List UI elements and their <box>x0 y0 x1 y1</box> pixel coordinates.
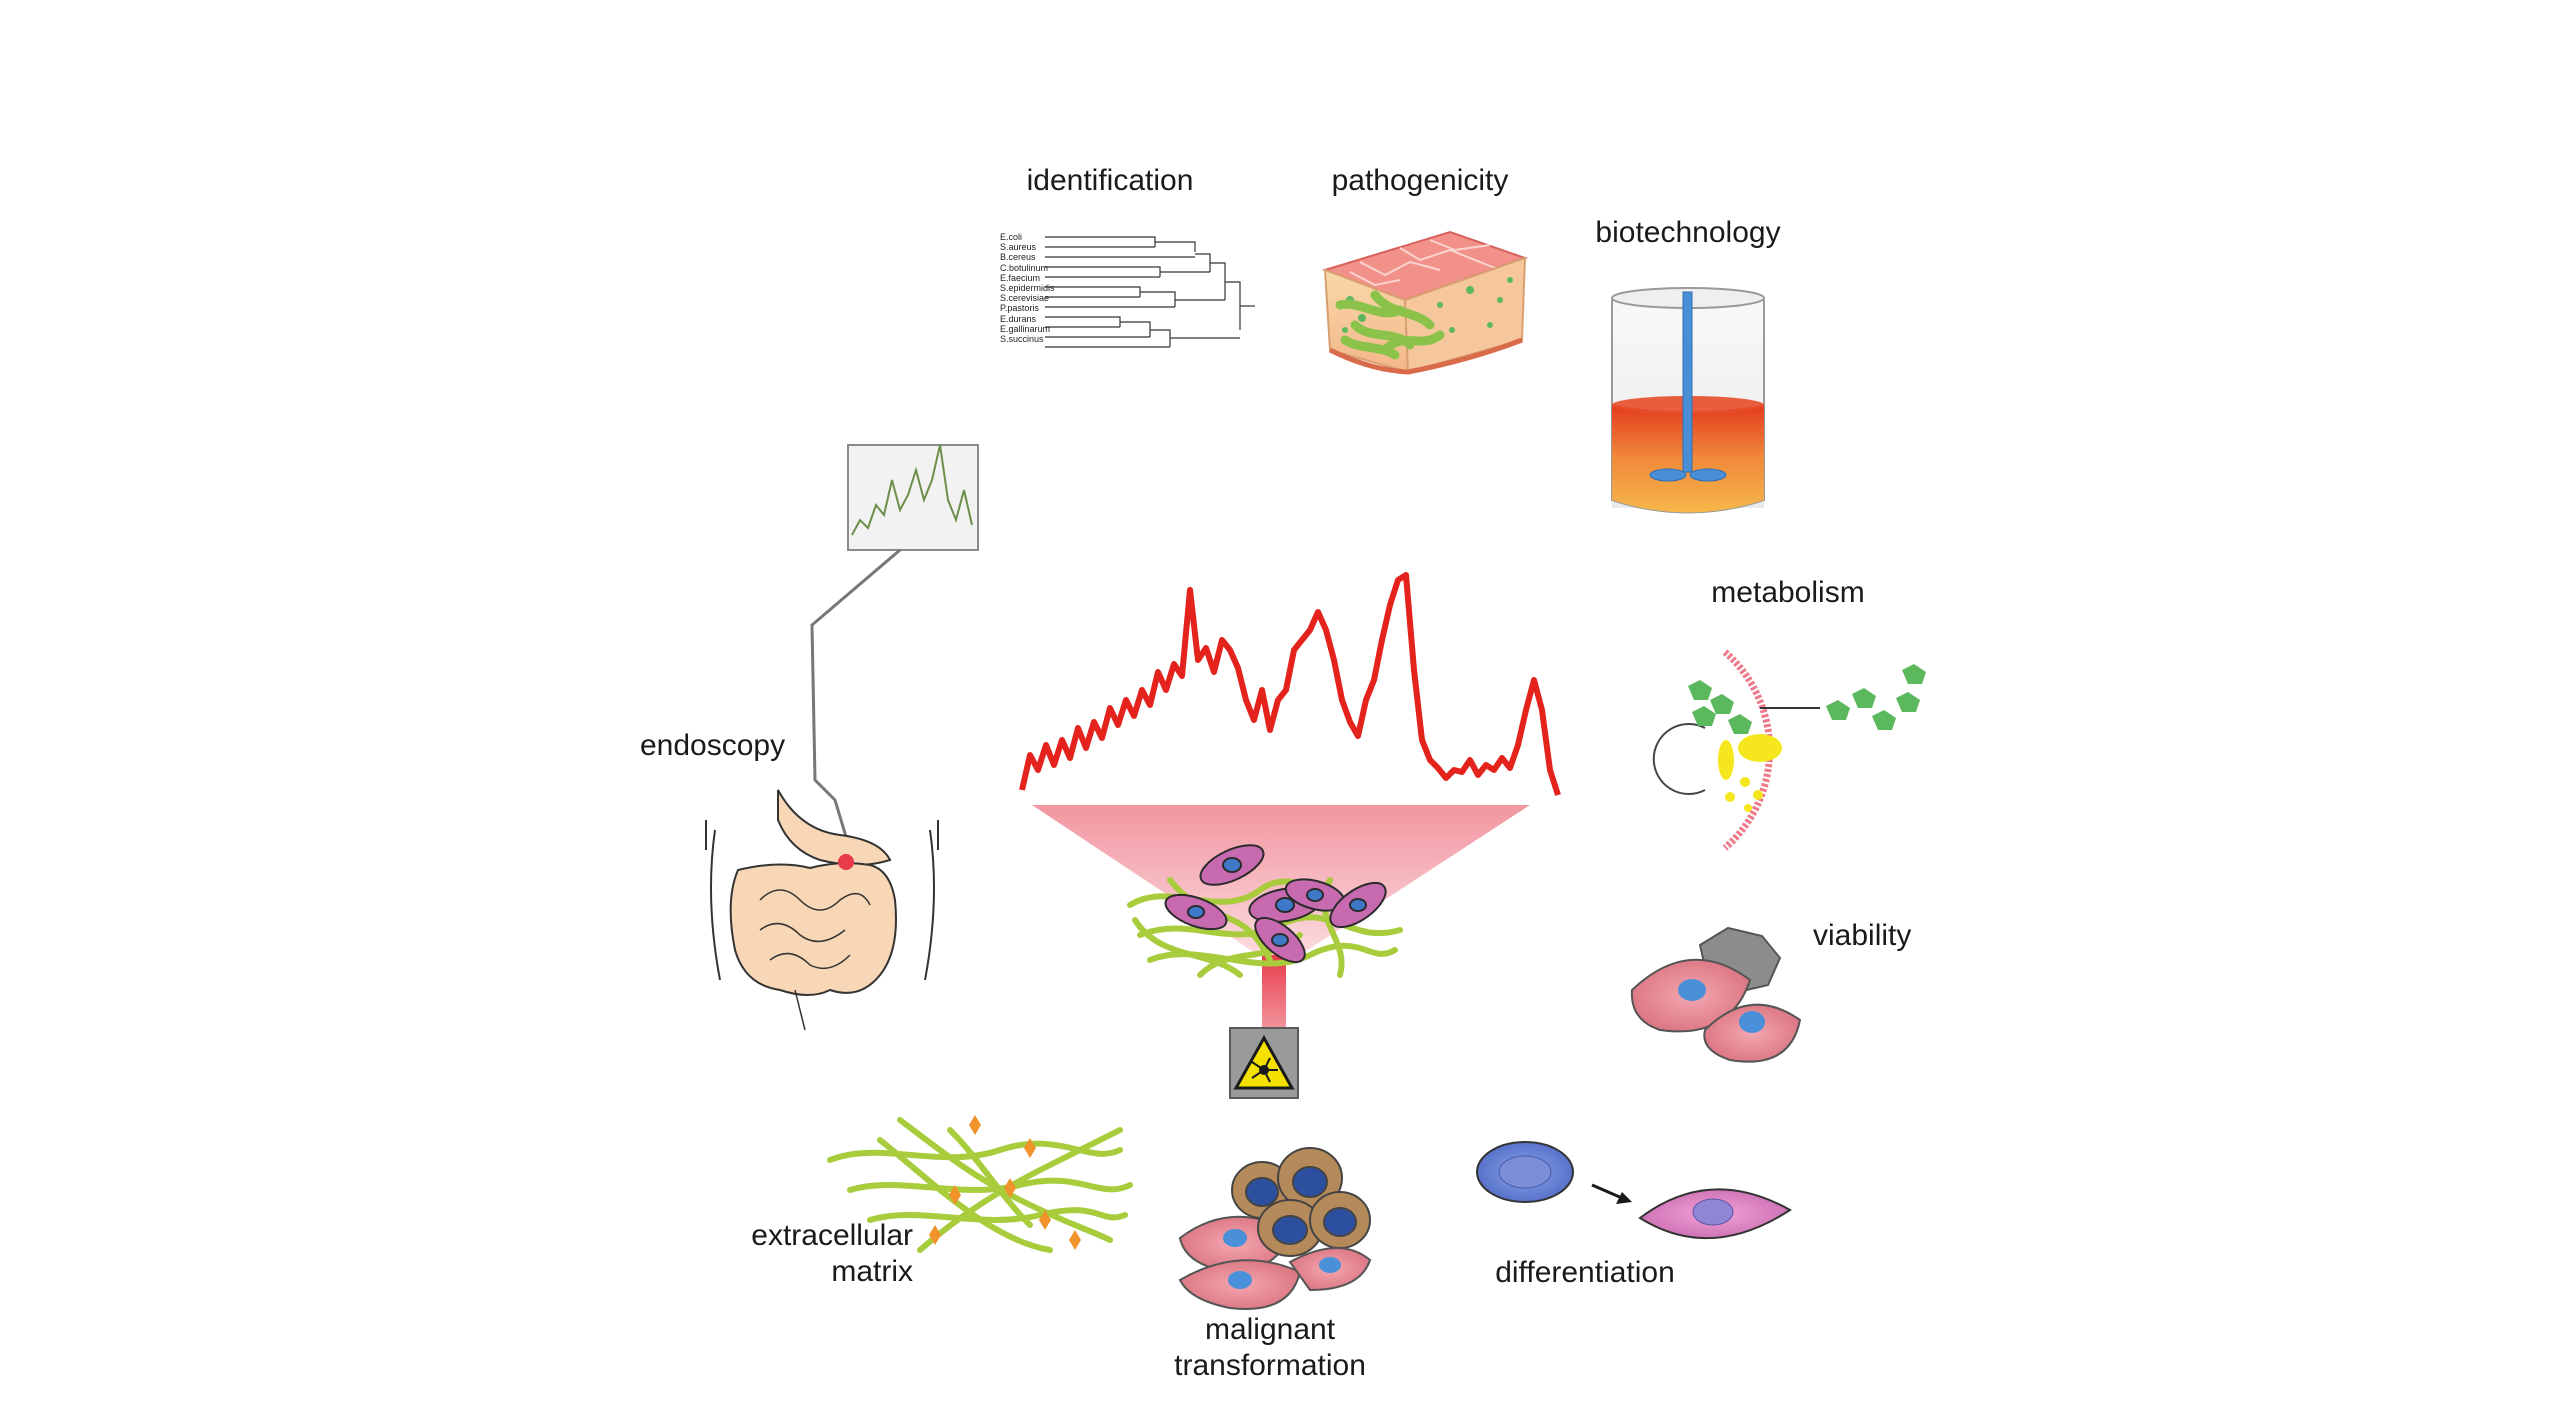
species-label: C.botulinum <box>1000 262 1049 273</box>
label-biotechnology: biotechnology <box>1595 216 1781 249</box>
label-extracellular-matrix: extracellular matrix <box>700 1218 913 1290</box>
dendrogram <box>1045 236 1255 348</box>
dendrogram-species-list: E.coli S.aureus B.cereus C.botulinum E.f… <box>1000 232 1055 344</box>
label-endoscopy: endoscopy <box>640 729 786 762</box>
species-label: E.gallinarum <box>1000 323 1051 334</box>
label-malignant-line2: transformation <box>1174 1349 1366 1382</box>
malignant-transformation-cells <box>1178 1147 1372 1310</box>
label-malignant-line1: malignant <box>1204 1313 1336 1346</box>
arrow-right-icon <box>1591 1183 1632 1204</box>
species-label: P.pastoris <box>1000 303 1039 314</box>
endoscopy-illustration <box>705 444 979 1031</box>
tissue-block <box>1321 230 1529 375</box>
species-label: B.cereus <box>1000 252 1036 263</box>
differentiation-cells <box>1476 1141 1792 1240</box>
central-cell-sample <box>1127 844 1403 978</box>
viability-cells <box>1630 926 1802 1063</box>
label-identification: identification <box>1026 164 1194 197</box>
label-extracellular-line2: matrix <box>831 1255 913 1288</box>
label-extracellular-line1: extracellular <box>751 1219 913 1252</box>
central-raman-spectrum <box>1019 572 1561 796</box>
metabolism-diagram <box>1652 649 1926 851</box>
species-label: E.durans <box>1000 313 1037 324</box>
bioreactor <box>1611 287 1765 514</box>
label-differentiation: differentiation <box>1495 1256 1675 1289</box>
species-label: E.coli <box>1000 232 1023 242</box>
species-label: S.aureus <box>1000 242 1037 253</box>
label-metabolism: metabolism <box>1711 576 1865 609</box>
label-malignant-transformation: malignant transformation <box>1174 1312 1366 1384</box>
species-label: E.faecium <box>1000 272 1041 283</box>
label-viability: viability <box>1813 919 1912 952</box>
label-pathogenicity: pathogenicity <box>1331 164 1509 197</box>
species-label: S.succinus <box>1000 333 1044 344</box>
species-label: S.epidermidis <box>1000 282 1055 293</box>
extracellular-matrix <box>827 1115 1133 1253</box>
species-label: S.cerevisiae <box>1000 293 1050 304</box>
laser-source <box>1229 1027 1299 1099</box>
